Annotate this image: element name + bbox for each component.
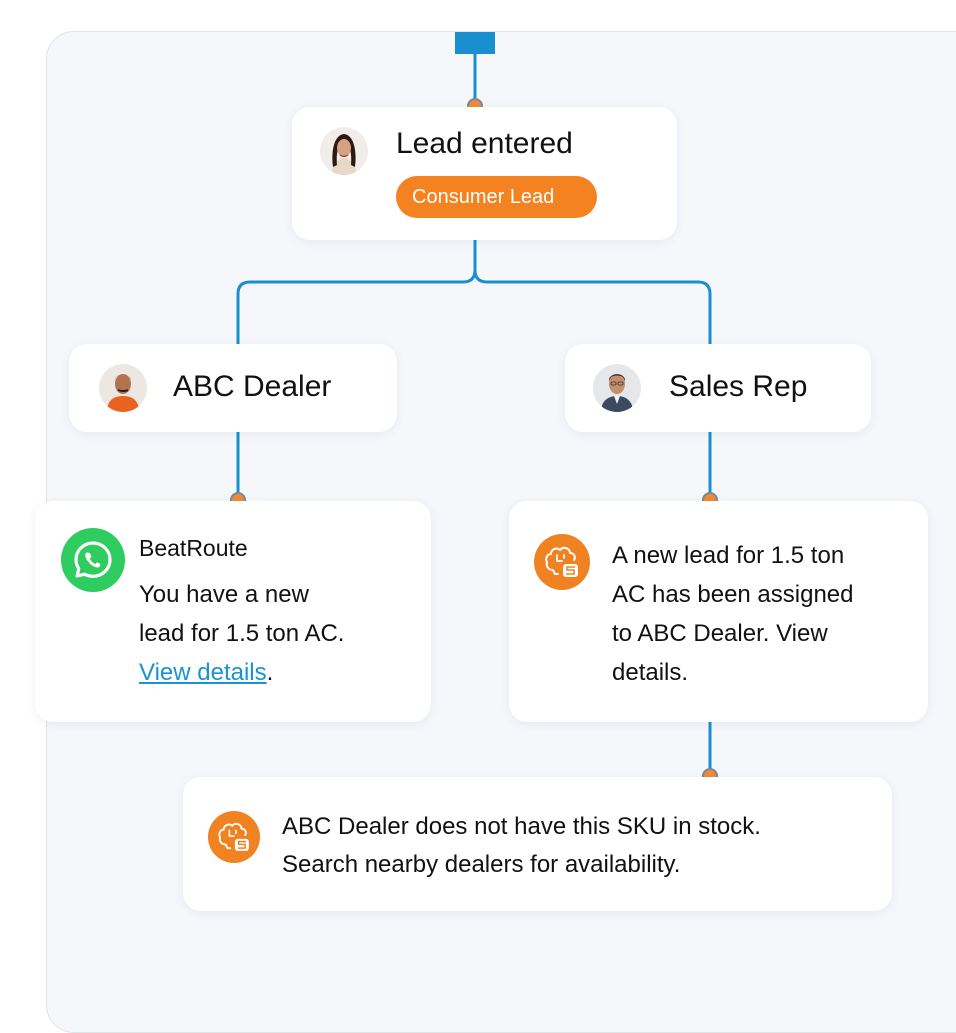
assignment-message-text: A new lead for 1.5 ton AC has been assig… bbox=[612, 536, 854, 692]
abc-dealer-card[interactable]: ABC Dealer bbox=[69, 344, 397, 432]
ai-brain-icon bbox=[208, 811, 260, 863]
man-avatar-icon bbox=[593, 364, 641, 412]
entry-handle[interactable] bbox=[455, 32, 495, 54]
stock-alert-card[interactable]: ABC Dealer does not have this SKU in sto… bbox=[183, 777, 892, 911]
message-line: AC has been assigned bbox=[612, 581, 854, 608]
message-line: You have a new bbox=[139, 581, 309, 608]
woman-avatar-icon bbox=[320, 127, 368, 175]
lead-entered-card[interactable]: Lead entered Consumer Lead bbox=[292, 107, 677, 240]
consumer-lead-badge: Consumer Lead bbox=[396, 176, 597, 218]
message-line: ABC Dealer does not have this SKU in sto… bbox=[282, 813, 761, 840]
message-line: A new lead for 1.5 ton bbox=[612, 542, 845, 569]
message-line: to ABC Dealer. View bbox=[612, 620, 828, 647]
whatsapp-message-text: You have a new lead for 1.5 ton AC. View… bbox=[139, 575, 344, 692]
flow-connectors bbox=[230, 32, 718, 784]
assignment-notification-card[interactable]: A new lead for 1.5 ton AC has been assig… bbox=[509, 501, 928, 722]
view-details-link[interactable]: View details bbox=[139, 659, 267, 686]
ai-brain-icon bbox=[534, 534, 590, 590]
sales-rep-title: Sales Rep bbox=[669, 370, 808, 403]
whatsapp-icon bbox=[61, 528, 125, 592]
lead-entered-title: Lead entered bbox=[396, 127, 573, 160]
man-avatar-icon bbox=[99, 364, 147, 412]
connector-root-split bbox=[236, 240, 712, 344]
message-period: . bbox=[266, 659, 274, 686]
whatsapp-message-card[interactable]: BeatRoute You have a new lead for 1.5 to… bbox=[35, 501, 431, 722]
stock-alert-text: ABC Dealer does not have this SKU in sto… bbox=[282, 808, 761, 884]
message-line: View details. bbox=[139, 653, 344, 692]
abc-dealer-title: ABC Dealer bbox=[173, 370, 332, 403]
message-sender: BeatRoute bbox=[139, 535, 248, 561]
sales-rep-card[interactable]: Sales Rep bbox=[565, 344, 871, 432]
message-line: Search nearby dealers for availability. bbox=[282, 851, 681, 878]
message-line: lead for 1.5 ton AC. bbox=[139, 620, 345, 647]
message-line: details. bbox=[612, 659, 689, 686]
